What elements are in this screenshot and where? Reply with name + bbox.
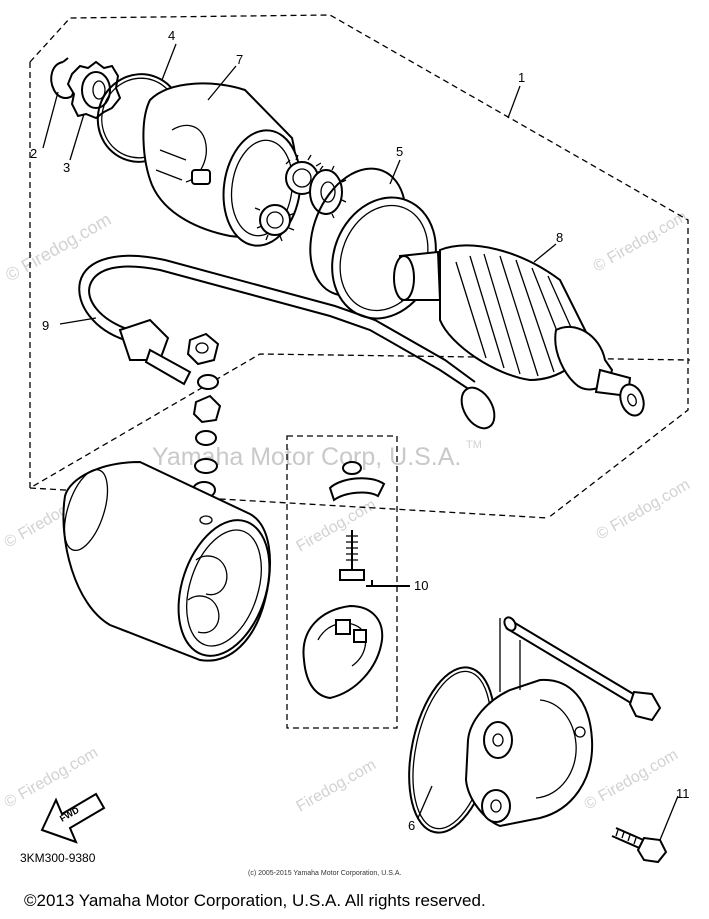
small-copyright: (c) 2005-2015 Yamaha Motor Corporation, … (248, 870, 401, 877)
through-bolt-part (503, 616, 668, 864)
callout-3: 3 (63, 160, 70, 175)
callout-1: 1 (518, 70, 525, 85)
watermark-firedog-right-mid: © Firedog.com (594, 476, 694, 543)
callout-11: 11 (676, 786, 690, 801)
callout-10: 10 (414, 578, 428, 593)
front-cover-part (142, 82, 323, 247)
watermark-firedog-right-top: © Firedog.com (591, 208, 691, 275)
callout-9: 9 (42, 318, 49, 333)
armature-part (393, 244, 645, 417)
brush-holder-part (302, 461, 410, 700)
forward-arrow-icon: FWD (40, 792, 106, 844)
callout-8: 8 (556, 230, 563, 245)
yoke-housing-part (62, 460, 271, 662)
pinion-gear-part (66, 60, 122, 120)
callout-6: 6 (408, 818, 415, 833)
watermark-firedog-center: Firedog.com (294, 496, 380, 555)
lead-wire-part (78, 254, 496, 430)
watermark-trademark: TM (466, 439, 482, 451)
callout-7: 7 (236, 52, 243, 67)
planet-gear-part (309, 165, 347, 219)
watermark-firedog-center-bottom: Firedog.com (294, 756, 380, 815)
terminal-hardware-part (186, 332, 222, 499)
brush-holder-box (286, 435, 398, 729)
rear-cover-part (464, 618, 594, 828)
callout-5: 5 (396, 144, 403, 159)
callout-4: 4 (168, 28, 175, 43)
footer-copyright: ©2013 Yamaha Motor Corporation, U.S.A. A… (24, 891, 486, 910)
callout-numbers: 1 2 3 4 5 6 7 8 9 10 11 (30, 28, 690, 833)
watermark-firedog-right-bottom: © Firedog.com (582, 746, 682, 813)
leader-lines (42, 43, 679, 841)
assembly-outline (29, 14, 691, 729)
callout-2: 2 (30, 146, 37, 161)
part-code: 3KM300-9380 (20, 851, 96, 865)
